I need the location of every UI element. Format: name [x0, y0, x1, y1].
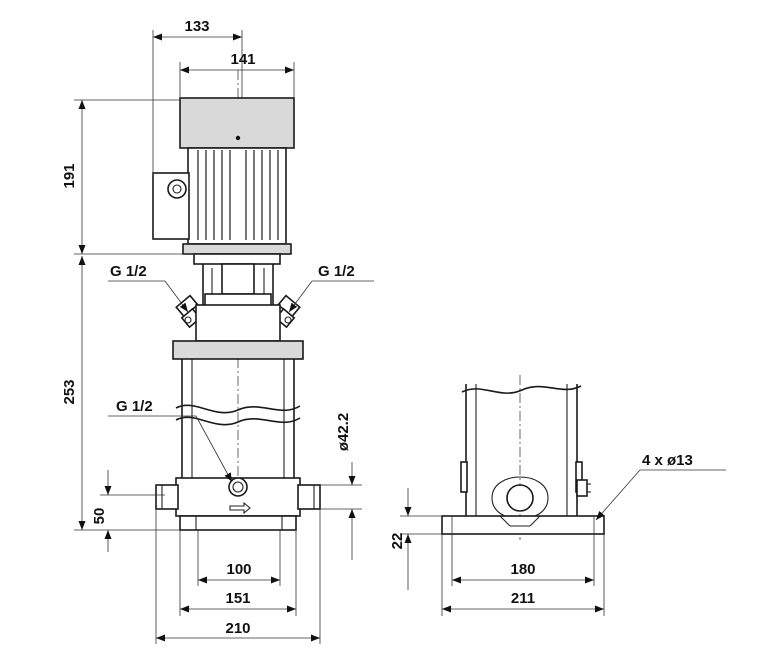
front-inlet-port-inner	[506, 484, 534, 512]
front-base-plate	[441, 515, 605, 535]
motor-flange	[182, 243, 292, 255]
dim-label-100: 100	[226, 561, 251, 578]
front-view: 22 180 211 4 x ø13	[389, 375, 726, 616]
terminal-box-gland	[167, 179, 187, 199]
break-line-lower	[175, 416, 301, 426]
dim-label-141: 141	[230, 51, 255, 68]
dim-label-50: 50	[91, 508, 108, 525]
dim-label-133: 133	[184, 18, 209, 35]
dim-label-diameter: ø42.2	[335, 413, 352, 451]
terminal-box-gland-inner	[172, 184, 182, 194]
callout-line-port-left	[164, 280, 189, 313]
pump-base-foot	[179, 515, 297, 531]
dim-label-253: 253	[61, 379, 78, 404]
upper-chamber	[195, 304, 281, 342]
callout-line-port-right	[288, 280, 313, 313]
dim-label-22: 22	[389, 533, 406, 550]
callout-label-port-left: G 1/2	[110, 263, 147, 280]
shaft-coupling	[221, 263, 255, 295]
dim-label-211: 211	[511, 590, 535, 607]
front-break-line	[461, 385, 582, 394]
motor-cap	[179, 97, 295, 149]
inlet-stub	[155, 484, 179, 510]
motor-body	[187, 147, 287, 245]
motor-cap-dot	[235, 135, 241, 141]
callout-label-holes: 4 x ø13	[642, 452, 693, 469]
flow-arrow-icon	[229, 501, 251, 515]
callout-label-port-drain: G 1/2	[116, 398, 153, 415]
pump-head-flange	[172, 340, 304, 360]
outlet-stub	[297, 484, 321, 510]
dim-label-151: 151	[225, 590, 250, 607]
dim-label-210: 210	[225, 620, 250, 637]
front-drain-plug	[576, 479, 591, 497]
callout-label-port-right: G 1/2	[318, 263, 355, 280]
drain-plug	[228, 477, 248, 497]
side-view: 133 141 191 253 50 ø42.2 100	[61, 18, 374, 644]
motor-fins	[197, 150, 279, 240]
dim-label-191: 191	[61, 163, 78, 188]
break-line-upper	[175, 404, 301, 414]
callout-line-port-drain	[195, 415, 233, 483]
callout-line-holes	[595, 469, 641, 521]
dim-label-180: 180	[510, 561, 535, 578]
motor-stool	[193, 253, 281, 265]
